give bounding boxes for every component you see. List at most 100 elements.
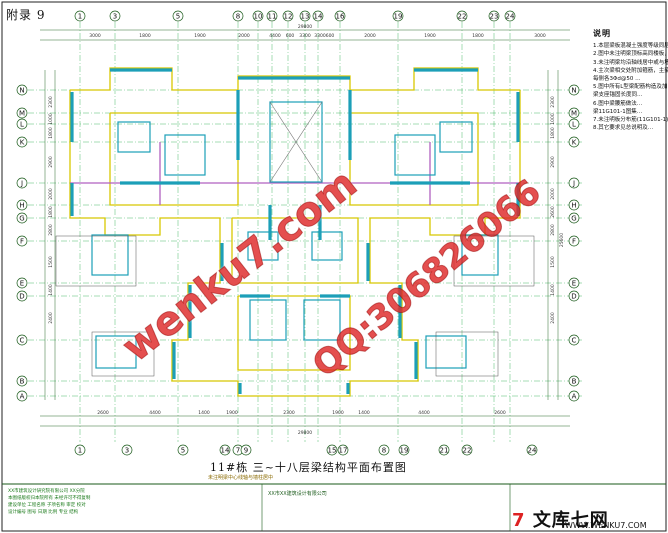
axis-bubble-label: B [572,378,577,386]
axis-bubble-label: B [20,378,25,386]
dim-right: 2600 [550,206,556,218]
titleblock-info: XX市建筑设计研究院有限公司 XX分院 本图纸版权归本院所有 未经许可不得复制 … [8,488,90,516]
axis-bubble-circle [177,444,189,456]
axis-bubble-label: E [572,280,576,288]
axis-bubble-label: 14 [314,13,323,21]
structure-layer [55,67,535,397]
axis-bubble-circle [74,10,86,22]
drawing-subtitle: 未注明梁中心线轴与墙柱居中 [208,475,274,481]
axis-bubble-circle [299,10,311,22]
dim-left: 2300 [48,96,54,108]
axis-left-A: A [16,390,28,402]
dim-top: 1900 [194,33,206,39]
room-outline [164,134,206,176]
axis-bubble-circle [568,375,580,387]
brand-mark-icon: 7 [512,510,526,531]
axis-bubble-circle [109,10,121,22]
axis-bottom-14: 14 [219,444,231,456]
axis-bubble-label: H [19,202,24,210]
axis-bubble-label: 22 [458,13,467,21]
axis-top-23: 23 [488,10,500,22]
axis-top-24: 24 [504,10,516,22]
axis-bubble-label: 15 [328,447,337,455]
room-outline [303,299,341,341]
axis-right-J: J [568,177,580,189]
axis-bubble-label: 23 [490,13,499,21]
axis-bubble-label: 12 [284,13,293,21]
room-outline [425,335,467,369]
beam-line [69,90,221,241]
dim-left: 1400 [48,284,54,296]
drawing-title: 11#栋 三~十八层梁结构平面布置图 [210,461,407,474]
dim-bottom: 1400 [358,410,370,416]
axis-bubble-label: J [20,180,23,188]
axis-bubble-circle [392,10,404,22]
dim-right: 2900 [550,156,556,168]
titleblock-line: 本图纸版权归本院所有 未经许可不得复制 [8,496,91,501]
axis-bubble-circle [568,136,580,148]
axis-bubble-label: A [572,393,577,401]
note-line: 4.主次梁相交处附加箍筋，主梁上… [593,67,668,74]
dim-top: 600 [286,33,295,39]
figure-label: 附录 9 [6,8,46,22]
axis-right-C: C [568,334,580,346]
axis-right-G: G [568,212,580,224]
axis-bubble-circle [456,10,468,22]
notes-panel: 说明 1.本层梁板混凝土强度等级同层楼… 2.图中未注明梁顶标高同楼板，… 3.… [593,29,668,132]
axis-bubble-circle [378,444,390,456]
axis-top-10: 10 [252,10,264,22]
room-outline [394,134,436,176]
axis-bubble-label: 10 [254,13,263,21]
axis-bubble-circle [326,444,338,456]
room-outline [95,335,137,369]
axis-bubble-label: C [572,337,577,345]
axis-left-L: L [16,118,28,130]
axis-bubble-circle [568,177,580,189]
dim-right: 1400 [550,284,556,296]
dim-top: 1800 [139,33,151,39]
axis-top-11: 11 [266,10,278,22]
balcony-outline [435,331,499,377]
dim-right: 2000 [550,188,556,200]
notes-heading: 说明 [593,29,611,38]
axis-right-M: M [568,107,580,119]
axis-right-K: K [568,136,580,148]
axis-bubble-label: 17 [339,447,348,455]
note-line: 7.未注明板分布筋(11G101-1)… [593,117,668,124]
axis-top-22: 22 [456,10,468,22]
dim-bottom: 4400 [149,410,161,416]
room-outline [249,299,287,341]
axis-bubble-circle [16,235,28,247]
dim-bottom: 1400 [198,410,210,416]
axis-bottom-1: 1 [74,444,86,456]
axis-bubble-label: 16 [336,13,345,21]
axis-left-E: E [16,277,28,289]
axis-bottom-21: 21 [438,444,450,456]
beam-line [231,217,359,284]
room-outline [461,234,499,276]
axis-bubble-circle [568,235,580,247]
axis-left-J: J [16,177,28,189]
dim-left: 2900 [48,156,54,168]
axis-bubble-label: D [19,293,24,301]
axis-bottom-19: 19 [398,444,410,456]
axis-bubble-label: L [20,121,24,129]
dim-bottom: 2600 [494,410,506,416]
axis-bubble-circle [16,334,28,346]
axis-bubble-circle [74,444,86,456]
beam-line [237,295,351,371]
dim-right: 2300 [550,96,556,108]
dim-right-total: 25600 [559,233,565,247]
axis-bubble-label: C [20,337,25,345]
titleblock-line: 建设单位 工程名称 子项名称 审定 校对 [8,503,86,508]
axis-left-M: M [16,107,28,119]
axis-bubble-label: 1 [78,447,82,455]
axis-bubble-label: 19 [394,13,403,21]
axis-bubble-circle [334,10,346,22]
axis-left-G: G [16,212,28,224]
axis-bubble-circle [16,199,28,211]
axis-bubble-label: N [571,87,576,95]
